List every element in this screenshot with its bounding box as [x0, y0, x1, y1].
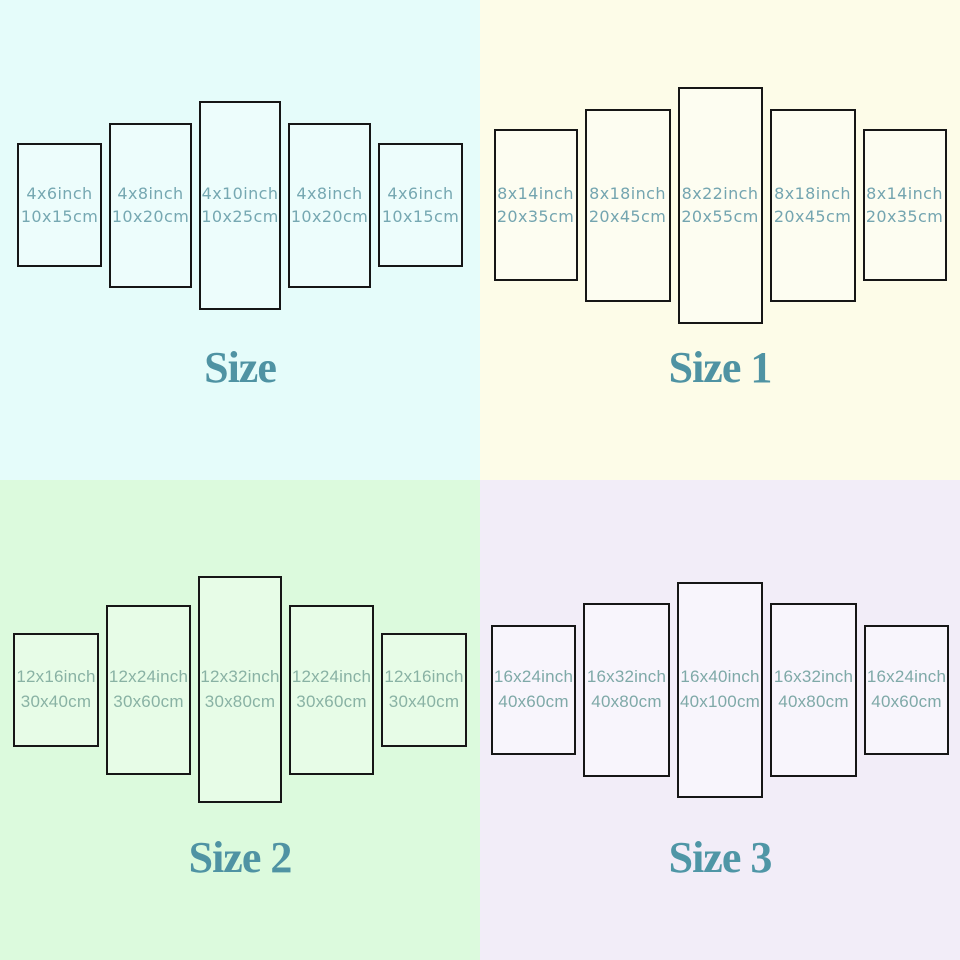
panel-size-inch: 12x16inch [16, 666, 96, 686]
panel-size-cm: 30x60cm [113, 691, 184, 711]
panel-size-inch: 4x8inch [117, 183, 184, 203]
canvas-panel: 4x10inch 10x25cm [199, 100, 281, 310]
canvas-panel: 16x24inch 40x60cm [491, 624, 576, 755]
panel-size-cm: 30x80cm [204, 691, 276, 711]
canvas-panel: 12x16inch 30x40cm [13, 632, 99, 747]
panel-size-inch: 12x24inch [291, 666, 372, 686]
panel-size-cm: 10x15cm [20, 207, 99, 226]
canvas-panel: 8x14inch 20x35cm [493, 129, 578, 281]
panel-size-cm: 10x25cm [201, 207, 279, 226]
panel-size-cm: 40x100cm [679, 691, 761, 711]
canvas-panel: 8x14inch 20x35cm [862, 129, 947, 281]
panel-size-cm: 20x55cm [681, 207, 759, 226]
canvas-panel: 4x8inch 10x20cm [109, 122, 192, 288]
panel-size-inch: 8x18inch [774, 183, 851, 203]
canvas-panel: 8x18inch 20x45cm [584, 108, 671, 302]
panel-size-inch: 12x16inch [384, 666, 464, 686]
panel-size-cm: 20x45cm [588, 207, 667, 226]
panel-size-cm: 40x80cm [778, 691, 849, 711]
panel-size-cm: 10x15cm [381, 207, 460, 226]
panel-size-inch: 4x10inch [201, 183, 279, 203]
panel-size-inch: 16x40inch [680, 666, 760, 686]
panel-diagram: 4x6inch 10x15cm 4x8inch 10x20cm 4x10inch… [0, 0, 480, 410]
panel-size-cm: 40x60cm [871, 691, 942, 711]
quadrant-title: Size 3 [668, 833, 773, 882]
canvas-panel: 16x32inch 40x80cm [583, 602, 670, 777]
panel-size-cm: 10x20cm [111, 207, 190, 226]
panel-size-cm: 20x35cm [865, 207, 944, 226]
quadrant-size: 4x6inch 10x15cm 4x8inch 10x20cm 4x10inch… [0, 0, 480, 480]
quadrant-title: Size 1 [668, 343, 773, 392]
panel-size-inch: 16x32inch [586, 666, 667, 686]
panel-size-cm: 20x45cm [773, 207, 852, 226]
quadrant-title: Size [204, 343, 277, 392]
panel-size-cm: 30x60cm [296, 691, 367, 711]
canvas-panel: 12x24inch 30x60cm [106, 604, 191, 775]
panel-size-inch: 16x24inch [866, 666, 947, 686]
panel-size-cm: 40x80cm [591, 691, 662, 711]
quadrant-size-2: 12x16inch 30x40cm 12x24inch 30x60cm 12x3… [0, 480, 480, 960]
quadrant-size-1: 8x14inch 20x35cm 8x18inch 20x45cm 8x22in… [480, 0, 960, 480]
panel-diagram: 16x24inch 40x60cm 16x32inch 40x80cm 16x4… [480, 480, 960, 899]
canvas-panel: 16x32inch 40x80cm [770, 602, 857, 777]
panel-diagram: 12x16inch 30x40cm 12x24inch 30x60cm 12x3… [0, 480, 480, 899]
panel-diagram: 8x14inch 20x35cm 8x18inch 20x45cm 8x22in… [480, 0, 960, 410]
panel-size-inch: 8x14inch [497, 183, 574, 203]
panel-size-cm: 10x20cm [290, 207, 369, 226]
panel-size-inch: 8x18inch [589, 183, 666, 203]
canvas-panel: 16x24inch 40x60cm [864, 624, 949, 755]
panel-size-cm: 30x40cm [388, 691, 460, 711]
quadrant-title: Size 2 [188, 833, 293, 882]
panel-size-inch: 8x22inch [681, 183, 759, 203]
quadrant-size-3: 16x24inch 40x60cm 16x32inch 40x80cm 16x4… [480, 480, 960, 960]
panel-size-inch: 12x32inch [200, 666, 280, 686]
panel-size-inch: 16x32inch [773, 666, 854, 686]
canvas-panel: 12x32inch 30x80cm [198, 576, 282, 803]
panel-size-inch: 4x8inch [296, 183, 363, 203]
panel-size-inch: 4x6inch [26, 183, 93, 203]
canvas-panel: 12x24inch 30x60cm [289, 604, 374, 775]
canvas-panel: 16x40inch 40x100cm [677, 581, 763, 798]
panel-size-inch: 16x24inch [493, 666, 574, 686]
panel-size-inch: 12x24inch [108, 666, 189, 686]
panel-size-inch: 4x6inch [387, 183, 454, 203]
canvas-panel: 8x22inch 20x55cm [677, 86, 763, 324]
canvas-panel: 4x6inch 10x15cm [378, 143, 463, 267]
panel-size-cm: 20x35cm [496, 207, 575, 226]
canvas-panel: 4x6inch 10x15cm [17, 143, 102, 267]
panel-size-inch: 8x14inch [866, 183, 943, 203]
canvas-panel: 4x8inch 10x20cm [288, 122, 371, 288]
canvas-panel: 8x18inch 20x45cm [769, 108, 856, 302]
panel-size-cm: 40x60cm [498, 691, 569, 711]
panel-size-cm: 30x40cm [20, 691, 92, 711]
canvas-panel: 12x16inch 30x40cm [381, 632, 467, 747]
